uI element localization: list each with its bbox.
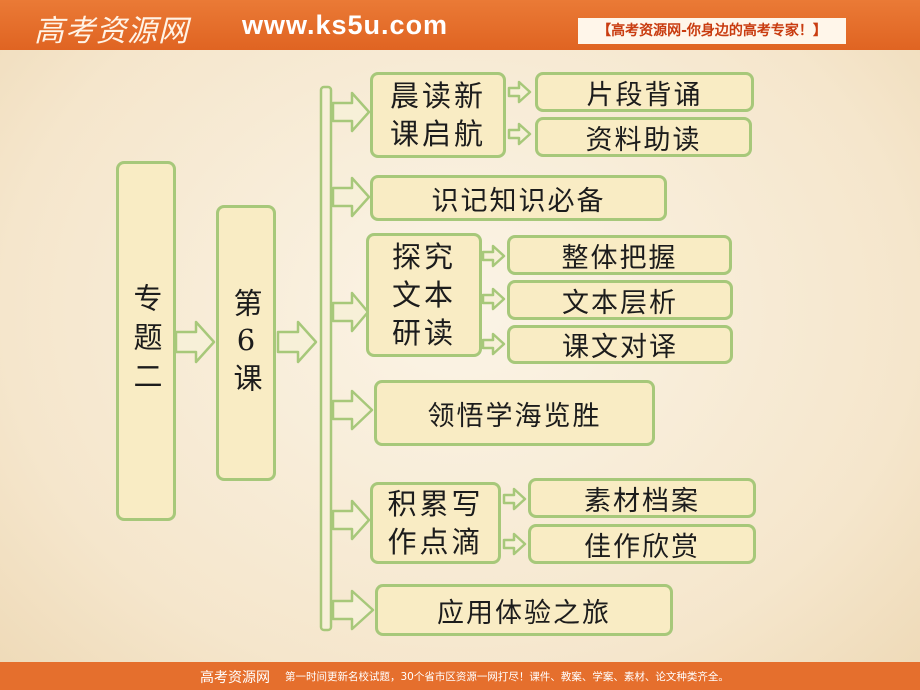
footer-text: 第一时间更新名校试题，30个省市区资源一网打尽！课件、教案、学案、素材、论文种类… — [285, 671, 729, 683]
arrow-child-3-1 — [481, 244, 506, 268]
footer-banner: 高考资源网 第一时间更新名校试题，30个省市区资源一网打尽！课件、教案、学案、素… — [0, 662, 920, 690]
arrow-section-1 — [331, 91, 371, 133]
arrow-section-4 — [331, 389, 374, 431]
site-url[interactable]: www.ks5u.com — [242, 10, 449, 40]
child-text-translation[interactable]: 课文对译 — [507, 325, 733, 364]
arrow-section-3 — [331, 291, 370, 333]
trunk-bar — [319, 85, 333, 632]
header-banner: 高考资源网 www.ks5u.com 【高考资源网-你身边的高考专家！】 — [0, 0, 920, 50]
section-insight-learning[interactable]: 领悟学海览胜 — [374, 380, 655, 446]
child-material-archive[interactable]: 素材档案 — [528, 478, 756, 518]
arrow-child-5-2 — [502, 532, 527, 556]
arrow-child-5-1 — [502, 487, 527, 511]
child-overall-grasp[interactable]: 整体把握 — [507, 235, 732, 275]
arrow-child-1-1 — [507, 80, 532, 104]
child-text-analysis[interactable]: 文本层析 — [507, 280, 733, 320]
arrow-section-2 — [331, 176, 371, 218]
arrow-child-3-3 — [481, 332, 506, 356]
arrow-topic-lesson — [174, 320, 216, 364]
section-writing-accumulation[interactable]: 积累写 作点滴 — [370, 482, 501, 564]
child-excellent-works[interactable]: 佳作欣赏 — [528, 524, 756, 564]
section-application-practice[interactable]: 应用体验之旅 — [375, 584, 673, 636]
section-morning-reading[interactable]: 晨读新 课启航 — [370, 72, 506, 158]
arrow-section-6 — [331, 589, 375, 631]
footer-logo[interactable]: 高考资源网 — [200, 670, 270, 686]
child-fragment-recitation[interactable]: 片段背诵 — [535, 72, 754, 112]
topic-box: 专题二 — [116, 161, 176, 521]
site-slogan: 【高考资源网-你身边的高考专家！】 — [578, 18, 846, 44]
child-reference-reading[interactable]: 资料助读 — [535, 117, 752, 157]
section-knowledge-memorize[interactable]: 识记知识必备 — [370, 175, 667, 221]
arrow-lesson-trunk — [276, 320, 318, 364]
arrow-section-5 — [331, 499, 371, 541]
arrow-child-3-2 — [481, 287, 506, 311]
arrow-child-1-2 — [507, 122, 532, 146]
lesson-box: 第6课 — [216, 205, 276, 481]
site-logo[interactable]: 高考资源网 — [34, 14, 189, 49]
section-text-inquiry[interactable]: 探究 文本 研读 — [366, 233, 482, 357]
